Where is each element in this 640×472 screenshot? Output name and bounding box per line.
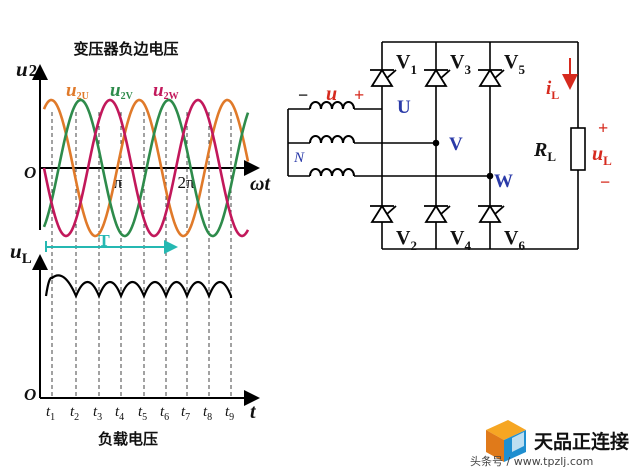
thyristor-v6 bbox=[478, 204, 505, 223]
watermark: 天品正连接 头条号 / www.tpzlj.com bbox=[470, 420, 629, 468]
time-gridlines bbox=[51, 112, 232, 398]
phase-wave-2w bbox=[42, 98, 250, 238]
load-plus: + bbox=[598, 118, 608, 138]
coil-v bbox=[309, 135, 355, 144]
tick-label: t6 bbox=[160, 404, 169, 423]
period-label: T bbox=[98, 231, 110, 250]
tick-label: t5 bbox=[138, 404, 147, 423]
thyristor-label-v6: V6 bbox=[504, 227, 525, 253]
thyristor-label-v5: V5 bbox=[504, 51, 525, 77]
rectifier-circuit bbox=[287, 41, 586, 250]
thyristor-v4 bbox=[424, 204, 451, 223]
time-tick-labels: t1 t2 t3 t4 t5 t6 t7 t8 t9 bbox=[46, 404, 234, 423]
waveform-origin: O bbox=[24, 163, 36, 182]
tick-label: t7 bbox=[181, 404, 190, 423]
load-panel: uL O t t1 t2 t3 t4 t5 t6 t7 t8 t9 负载电压 bbox=[10, 239, 260, 448]
brand-logo bbox=[486, 420, 526, 462]
waveform-panel: 变压器负边电压 u2 O ωt π 2π u2U u2V u2W T bbox=[16, 40, 271, 398]
load-y-label: uL bbox=[10, 239, 32, 267]
pi-tick-label: π bbox=[114, 173, 123, 192]
resistor-label: RL bbox=[533, 139, 556, 164]
phase-waveforms bbox=[42, 98, 250, 238]
load-origin: O bbox=[24, 385, 36, 404]
tick-label: t2 bbox=[70, 404, 79, 423]
thyristor-v2 bbox=[370, 204, 397, 223]
thyristor-label-v4: V4 bbox=[450, 227, 471, 253]
load-resistor bbox=[570, 127, 586, 171]
phase-wave-2u bbox=[42, 98, 250, 238]
waveform-x-label: ωt bbox=[250, 173, 271, 195]
load-ripple-waveform bbox=[44, 274, 233, 300]
brand-name: 天品正连接 bbox=[534, 430, 629, 453]
load-x-label: t bbox=[250, 401, 257, 423]
source-plus: + bbox=[354, 85, 364, 105]
tick-label: t9 bbox=[225, 404, 234, 423]
thyristor-v1 bbox=[370, 68, 397, 87]
node-label-w: W bbox=[494, 171, 513, 192]
thyristor-v5 bbox=[478, 68, 505, 87]
thyristor-label-v3: V3 bbox=[450, 51, 471, 77]
source-label: u bbox=[326, 83, 337, 105]
current-label: iL bbox=[546, 78, 559, 102]
source-minus: − bbox=[298, 85, 308, 105]
load-caption: 负载电压 bbox=[98, 430, 158, 448]
waveform-title: 变压器负边电压 bbox=[73, 40, 178, 58]
tick-label: t3 bbox=[93, 404, 102, 423]
circuit-labels: − u + N U V W V1 V3 V5 V2 V4 V6 iL RL + bbox=[293, 51, 612, 253]
phase-label-2w: u2W bbox=[153, 80, 179, 102]
coil-w bbox=[309, 168, 355, 177]
phase-label-2v: u2V bbox=[110, 80, 134, 102]
node-label-u: U bbox=[397, 97, 411, 118]
phase-label-2u: u2U bbox=[66, 80, 89, 102]
waveform-y-label: u2 bbox=[16, 57, 37, 81]
coil-u bbox=[309, 101, 355, 110]
brand-site: 头条号 / www.tpzlj.com bbox=[470, 454, 593, 468]
thyristor-v3 bbox=[424, 68, 451, 87]
node-dot-v bbox=[432, 139, 440, 147]
tick-label: t1 bbox=[46, 404, 55, 423]
phase-wave-2v bbox=[42, 98, 250, 238]
neutral-label: N bbox=[293, 150, 305, 166]
thyristor-label-v1: V1 bbox=[396, 51, 417, 77]
node-dot-w bbox=[486, 172, 494, 180]
load-minus: − bbox=[600, 172, 610, 192]
tick-label: t8 bbox=[203, 404, 212, 423]
load-voltage-label: uL bbox=[592, 143, 612, 168]
tick-label: t4 bbox=[115, 404, 124, 423]
thyristor-label-v2: V2 bbox=[396, 227, 417, 253]
node-label-v: V bbox=[449, 134, 463, 155]
two-pi-tick-label: 2π bbox=[177, 173, 195, 192]
